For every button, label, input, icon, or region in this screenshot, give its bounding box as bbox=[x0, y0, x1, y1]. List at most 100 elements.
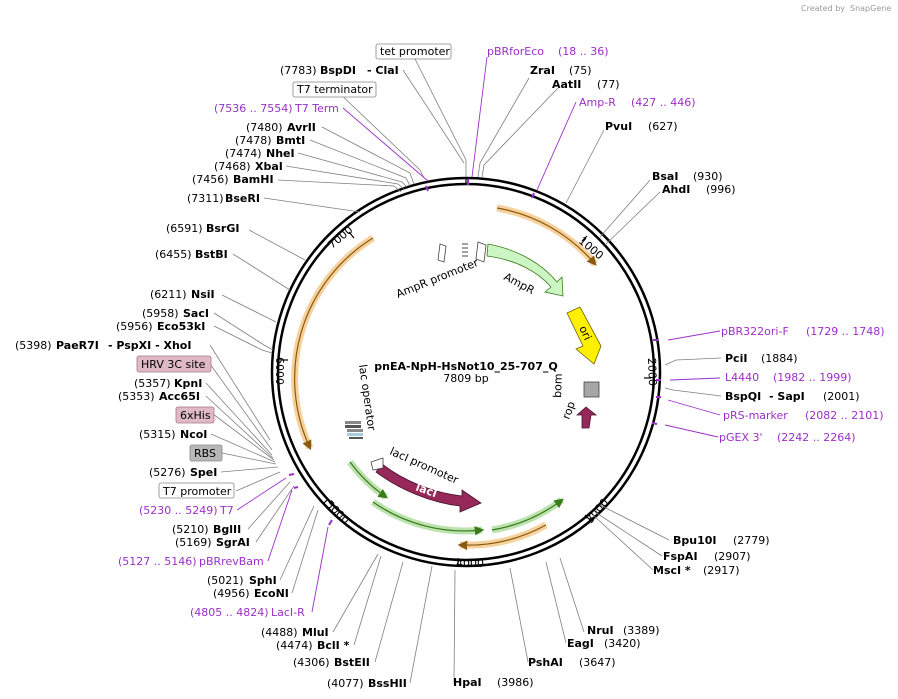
primer-label-t7term: T7 Term bbox=[294, 102, 339, 115]
site-label-bsteii: BstEII bbox=[334, 656, 370, 669]
site-label-bamhi: BamHI bbox=[233, 173, 274, 186]
primer-connectors bbox=[236, 56, 721, 613]
site-pos-bsai: (930) bbox=[693, 170, 723, 183]
laci-label: lacI bbox=[414, 481, 439, 501]
primer-range-pgex3: (2242 .. 2264) bbox=[777, 431, 856, 444]
connector-lines-left bbox=[205, 56, 467, 684]
ampr-feature bbox=[486, 243, 564, 297]
site-pos-paer7i: (5398) bbox=[15, 339, 52, 352]
site-extra-paer7i: - PspXI - XhoI bbox=[108, 339, 191, 352]
site-pos-economi: (4956) bbox=[213, 587, 250, 600]
site-pos-spei: (5276) bbox=[149, 466, 186, 479]
site-label-aatii: AatII bbox=[552, 78, 581, 91]
site-label-economi: EcoNI bbox=[254, 587, 289, 600]
tick-4000: 4000 bbox=[456, 557, 484, 570]
feature-label-6xhis: 6xHis bbox=[180, 409, 211, 422]
site-pos-kpni: (5357) bbox=[134, 377, 171, 390]
site-pos-msci: (2917) bbox=[703, 564, 740, 577]
primer-range-ampr: (427 .. 446) bbox=[631, 96, 696, 109]
site-label-nhei: NheI bbox=[266, 147, 295, 160]
feature-box-t7-terminator bbox=[292, 81, 377, 98]
primer-range-prs-marker: (2082 .. 2101) bbox=[805, 409, 884, 422]
site-pos-eco53ki: (5956) bbox=[116, 320, 153, 333]
laci-promoter-mark bbox=[370, 457, 384, 471]
site-label-bsrgi: BsrGI bbox=[206, 222, 239, 235]
site-label-nrui: NruI bbox=[587, 624, 614, 637]
site-pos-xbai: (7468) bbox=[214, 160, 251, 173]
site-pos-sgrai: (5169) bbox=[175, 536, 212, 549]
credit-app: SnapGene bbox=[850, 4, 891, 13]
site-pos-fspai: (2907) bbox=[714, 550, 751, 563]
site-label-eagi: EagI bbox=[567, 637, 594, 650]
site-pos-mlui: (4488) bbox=[261, 626, 298, 639]
site-label-bsshii: BssHII bbox=[368, 677, 407, 690]
site-label-bmti: BmtI bbox=[276, 134, 305, 147]
ori-label: ori bbox=[576, 324, 594, 342]
primer-label-t7: T7 bbox=[219, 504, 234, 517]
site-pos-acc65i: (5353) bbox=[118, 390, 155, 403]
site-pos-ahdi: (996) bbox=[706, 183, 736, 196]
site-pos-sphi: (5021) bbox=[207, 574, 244, 587]
site-pos-bsshii: (4077) bbox=[327, 677, 364, 690]
site-label-bspqi: BspQI bbox=[725, 390, 761, 403]
primer-label-pgex3: pGEX 3' bbox=[719, 431, 763, 444]
site-label-sphi: SphI bbox=[249, 574, 277, 587]
site-label-msci: MscI * bbox=[653, 564, 691, 577]
site-extra-bspqi: - SapI bbox=[769, 390, 805, 403]
site-pos-saci: (5958) bbox=[142, 307, 179, 320]
feature-label-t7-terminator: T7 terminator bbox=[296, 83, 373, 96]
credit-created-by: Created by bbox=[801, 4, 845, 13]
primer-label-pbr322ori-f: pBR322ori-F bbox=[721, 325, 789, 338]
site-pos-zrai: (75) bbox=[569, 64, 592, 77]
site-label-pvui: PvuI bbox=[605, 120, 632, 133]
site-label-paer7i: PaeR7I bbox=[56, 339, 99, 352]
site-extra-bspdi: - ClaI bbox=[367, 64, 399, 77]
primer-range-pbrforeco: (18 .. 36) bbox=[558, 45, 609, 58]
site-pos-bsteii: (4306) bbox=[293, 656, 330, 669]
site-pos-aatii: (77) bbox=[597, 78, 620, 91]
ampr-promoter-feature bbox=[475, 241, 487, 263]
bom-label: bom bbox=[551, 373, 565, 398]
site-label-xbai: XbaI bbox=[255, 160, 283, 173]
site-pos-ncoi: (5315) bbox=[139, 428, 176, 441]
site-label-sgrai: SgrAI bbox=[216, 536, 250, 549]
site-pos-nrui: (3389) bbox=[623, 624, 660, 637]
primer-label-prs-marker: pRS-marker bbox=[723, 409, 788, 422]
site-pos-bglii: (5210) bbox=[172, 523, 209, 536]
site-label-avrii: AvrII bbox=[287, 121, 316, 134]
site-pos-bamhi: (7456) bbox=[192, 173, 229, 186]
site-label-saci: SacI bbox=[183, 307, 209, 320]
tick-2000: 2000 bbox=[645, 358, 659, 386]
site-label-spei: SpeI bbox=[190, 466, 217, 479]
primer-label-pbrforeco: pBRforEco bbox=[487, 45, 544, 58]
site-pos-eagi: (3420) bbox=[604, 637, 641, 650]
feature-label-t7-promoter: T7 promoter bbox=[162, 485, 232, 498]
feature-box-rbs bbox=[189, 444, 223, 462]
site-label-bspdi: BspDI bbox=[320, 64, 356, 77]
feature-label-rbs: RBS bbox=[194, 447, 216, 460]
connector-lines-right bbox=[453, 77, 722, 685]
site-label-pcii: PciI bbox=[725, 352, 747, 365]
site-label-mlui: MluI bbox=[302, 626, 329, 639]
site-label-kpni: KpnI bbox=[174, 377, 202, 390]
ori-feature bbox=[566, 306, 602, 365]
primer-range-pbrrevbam: (5127 .. 5146) bbox=[118, 555, 197, 568]
primer-range-lacir: (4805 .. 4824) bbox=[190, 606, 269, 619]
site-label-bcli: BclI * bbox=[317, 639, 350, 652]
ampr-promoter-label: AmpR promoter bbox=[394, 256, 480, 301]
site-pos-bmti: (7478) bbox=[235, 134, 272, 147]
rop-feature bbox=[575, 406, 598, 429]
plasmid-name: pnEA-NpH-HsNot10_25-707_Q bbox=[374, 360, 557, 373]
site-pos-hpai: (3986) bbox=[497, 676, 534, 689]
site-label-fspai: FspAI bbox=[663, 550, 698, 563]
feature-box-6xhis bbox=[175, 406, 215, 424]
lac-operator-cluster bbox=[345, 421, 363, 439]
site-pos-pshai: (3647) bbox=[579, 656, 616, 669]
site-pos-bstbi: (6455) bbox=[155, 248, 192, 261]
feature-box-t7-promoter bbox=[158, 482, 235, 499]
orf-2 bbox=[291, 235, 375, 450]
site-label-ahdi: AhdI bbox=[662, 183, 690, 196]
site-label-bsai: BsaI bbox=[652, 170, 678, 183]
tick-3000: 3000 bbox=[583, 496, 611, 526]
